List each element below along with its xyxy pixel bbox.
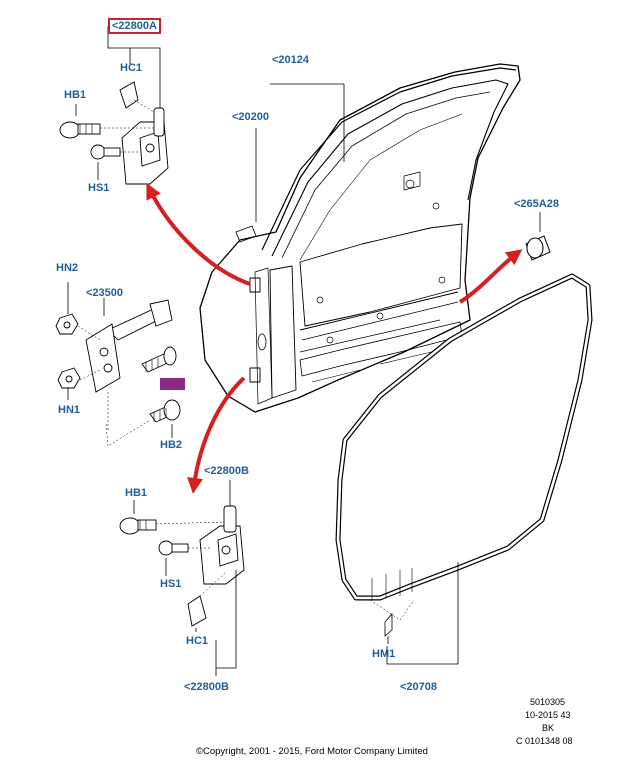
part-label-hs2: HS2 — [160, 378, 186, 390]
copyright-notice: ©Copyright, 2001 - 2015, Ford Motor Comp… — [196, 746, 428, 757]
part-label-hc1-top: HC1 — [120, 62, 143, 74]
info-region: BK — [542, 723, 555, 733]
part-label-hm1: HM1 — [372, 648, 396, 660]
part-label-23500: <23500 — [86, 287, 124, 299]
part-label-hb1-top: HB1 — [64, 89, 87, 101]
part-label-hs1-top: HS1 — [88, 182, 110, 194]
info-code: 5010305 — [530, 697, 566, 707]
part-label-hn1: HN1 — [58, 404, 81, 416]
door-assembly — [199, 63, 521, 413]
plug-part — [525, 212, 551, 261]
part-label-hb2: HB2 — [160, 439, 183, 451]
info-date: 10-2015 43 — [525, 710, 571, 720]
part-label-22800a: <22800A — [108, 18, 161, 34]
callout-arrows — [146, 182, 523, 494]
part-label-hn2: HN2 — [56, 262, 79, 274]
part-label-hb1-bottom: HB1 — [125, 487, 148, 499]
part-label-22800b-top: <22800B — [204, 465, 249, 477]
part-label-22800b-bottom: <22800B — [184, 681, 229, 693]
lower-hinge-assembly — [119, 480, 245, 676]
door-seal-weatherstrip — [335, 273, 593, 665]
part-label-265a28: <265A28 — [514, 198, 559, 210]
info-reference: C 0101348 08 — [516, 736, 573, 746]
part-label-hs1-bottom: HS1 — [160, 578, 182, 590]
part-label-20200: <20200 — [232, 111, 270, 123]
part-label-20124: <20124 — [272, 54, 310, 66]
part-label-hc1-bottom: HC1 — [186, 635, 209, 647]
part-label-20708: <20708 — [400, 681, 438, 693]
upper-hinge-assembly — [59, 26, 169, 185]
door-check-assembly — [55, 282, 181, 447]
